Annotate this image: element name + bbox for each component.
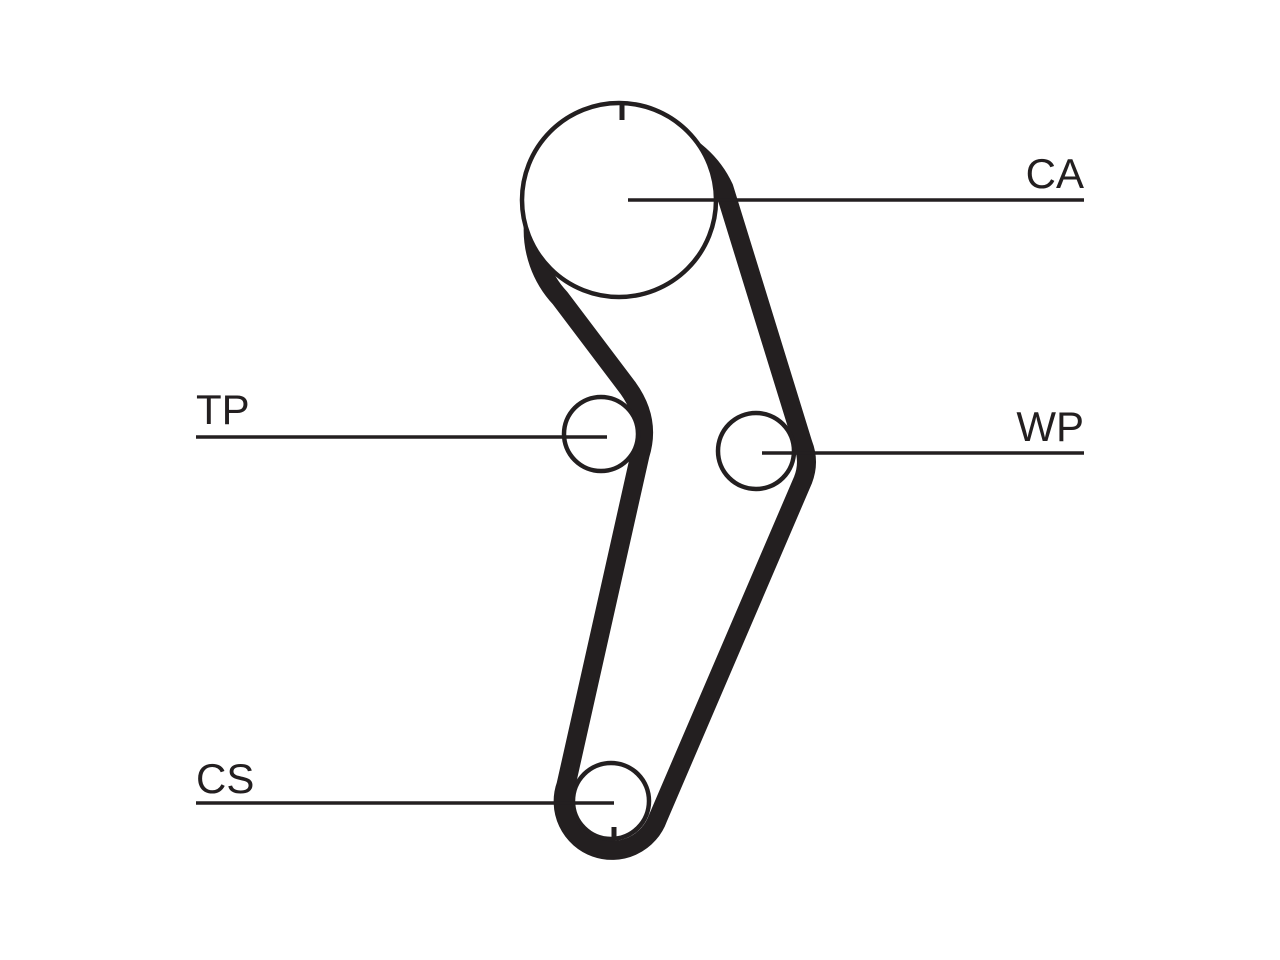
tensioner-pulley bbox=[561, 394, 641, 474]
crankshaft-label: CS bbox=[196, 755, 254, 802]
camshaft-label: CA bbox=[1026, 150, 1084, 197]
crankshaft-pulley bbox=[570, 760, 652, 842]
water-pump-pulley bbox=[715, 410, 797, 492]
tensioner-label: TP bbox=[196, 386, 250, 433]
water-pump-label: WP bbox=[1016, 403, 1084, 450]
